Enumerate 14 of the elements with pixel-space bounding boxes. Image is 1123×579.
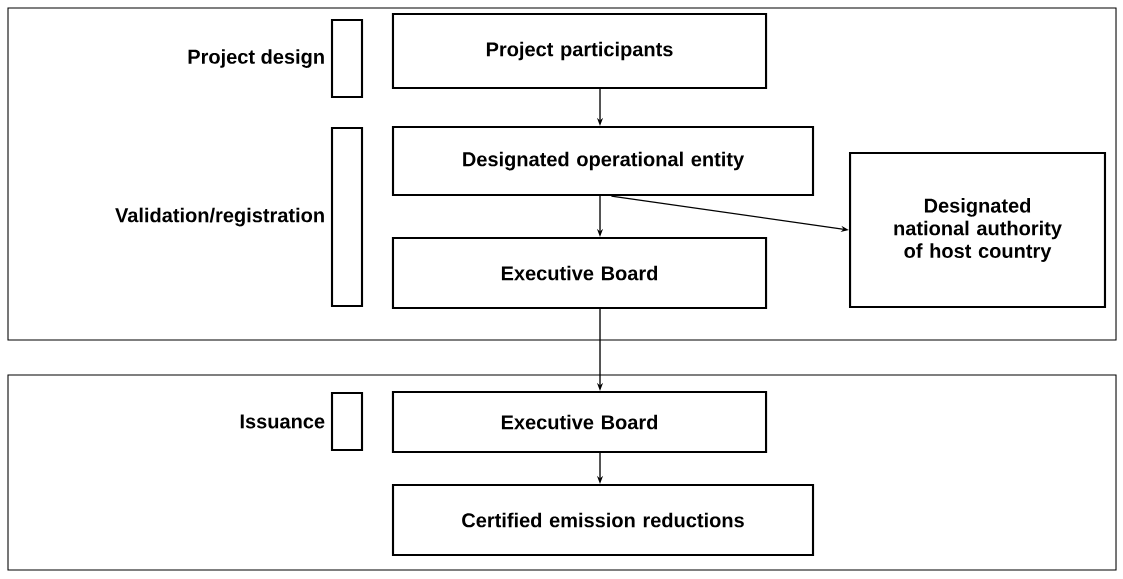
process-box: Executive Board <box>391 236 768 310</box>
phase-label: Validation/registration <box>115 207 324 227</box>
process-box: Project participants <box>391 12 768 90</box>
panel-frame <box>7 374 1117 571</box>
process-box: Executive Board <box>391 390 768 454</box>
phase-bar <box>330 391 364 452</box>
phase-bar <box>330 126 364 308</box>
phase-label: Issuance <box>240 414 325 429</box>
process-box: Certified emission reductions <box>391 483 815 557</box>
phase-bar <box>330 18 364 99</box>
process-box: Designated national authority of host country <box>849 151 1107 309</box>
panel-frame <box>7 7 1117 341</box>
process-box: Designated operational entity <box>391 125 815 197</box>
phase-label: Project design <box>188 49 324 68</box>
